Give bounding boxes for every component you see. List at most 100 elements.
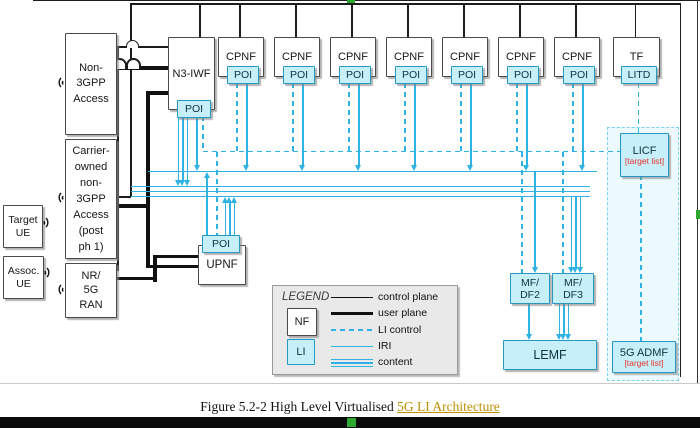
n3-iwf-box: N3-IWF	[168, 37, 215, 110]
control-plane-drop	[634, 3, 637, 38]
user-plane-carrier-stub	[115, 204, 150, 208]
user-plane-into-upnf-2	[153, 254, 199, 259]
figure-caption-link[interactable]: 5G LI Architecture	[397, 399, 500, 414]
user-plane-ran-vertical	[153, 254, 157, 282]
cpnf-box: CPNF	[442, 37, 488, 77]
iri-arrow	[411, 165, 418, 172]
li-control-line	[348, 83, 350, 151]
iri-line	[246, 83, 248, 165]
control-plane-drop	[463, 3, 465, 38]
iri-arrow	[525, 333, 532, 340]
iri-line	[526, 83, 528, 165]
assoc-ue-box: Assoc. UE	[3, 256, 44, 299]
content-bus	[131, 185, 590, 188]
litd-box: LITD	[621, 66, 657, 84]
user-plane-vertical	[146, 91, 150, 268]
figure-caption-text: Figure 5.2-2 High Level Virtualised	[200, 399, 398, 414]
poi-box: POI	[395, 66, 427, 84]
poi-box: POI	[507, 66, 539, 84]
content-line	[229, 203, 231, 235]
poi-box: POI	[339, 66, 371, 84]
content-arrow	[555, 333, 562, 340]
control-plane-drop	[295, 3, 297, 38]
content-arrow	[560, 333, 567, 340]
licf-box: LICF [target list]	[620, 133, 669, 177]
frame-right-line	[696, 0, 698, 383]
legend-content-swatch	[331, 365, 373, 368]
legend-title: LEGEND	[282, 291, 330, 303]
nr-5g-ran-box: NR/ 5G RAN	[65, 263, 117, 318]
legend-box: LEGEND LI NF control plane user plane LI…	[272, 285, 458, 375]
iri-arrow	[579, 165, 586, 172]
legend-user-plane-swatch	[331, 312, 373, 316]
iri-arrow-up	[203, 171, 210, 178]
non-3gpp-access-box: Non- 3GPP Access	[65, 33, 117, 135]
li-control-line	[640, 175, 643, 341]
content-line	[575, 197, 577, 267]
iri-line	[414, 83, 416, 165]
control-plane-drop	[575, 3, 577, 38]
user-plane-n3iwf-stub	[146, 91, 170, 95]
cpnf-column: CPNF POI	[554, 0, 600, 172]
iri-bus	[148, 170, 597, 173]
content-line	[182, 116, 184, 181]
iri-arrow	[467, 165, 474, 172]
legend-control-plane-swatch	[331, 296, 373, 298]
control-plane-drop	[519, 3, 521, 38]
li-control-line	[292, 83, 294, 151]
legend-content-swatch	[331, 358, 373, 361]
target-ue-box: Target UE	[3, 205, 43, 248]
content-arrow	[572, 266, 579, 273]
content-arrow	[174, 179, 181, 186]
iri-arrow	[243, 165, 250, 172]
mf-df2-box: MF/ DF2	[510, 273, 550, 304]
content-line	[563, 302, 565, 334]
control-plane-drop	[239, 3, 241, 38]
legend-iri-label: IRI	[378, 339, 392, 352]
user-plane-ran-stub	[115, 276, 157, 281]
control-plane-n3iwf-drop	[199, 3, 201, 38]
content-line	[570, 197, 573, 267]
line-hop-arc	[125, 57, 141, 69]
legend-content-swatch	[331, 362, 373, 364]
content-line	[177, 116, 180, 181]
iri-arrow	[531, 266, 538, 273]
carrier-non-3gpp-access-box: Carrier- owned non- 3GPP Access (post ph…	[65, 139, 117, 259]
radio-wave-icon	[58, 284, 64, 295]
li-control-line	[236, 83, 238, 151]
legend-user-plane-label: user plane	[378, 307, 428, 319]
legend-content-label: content	[378, 356, 413, 368]
poi-box: POI	[451, 66, 483, 84]
content-arrow	[179, 179, 186, 186]
cpnf-column: CPNF POI	[218, 0, 264, 172]
iri-arrow	[193, 164, 200, 171]
content-arrow	[183, 179, 190, 186]
cpnf-column: CPNF POI	[498, 0, 544, 172]
li-control-line	[637, 83, 640, 133]
poi-box: POI	[283, 66, 315, 84]
frame-top-line	[33, 0, 700, 2]
li-control-line	[516, 83, 518, 151]
content-line	[186, 116, 189, 181]
licf-label: LICF	[632, 144, 657, 157]
li-control-line	[460, 83, 462, 151]
content-line	[567, 302, 570, 334]
control-plane-left-drop-2	[117, 46, 119, 272]
control-plane-carrier-stub	[115, 196, 131, 198]
control-plane-non3gpp-n3iwf	[115, 46, 168, 48]
legend-li-box: LI	[287, 339, 315, 365]
content-arrow-up	[221, 197, 228, 204]
poi-box: POI	[227, 66, 259, 84]
li-control-line	[562, 152, 565, 273]
li-control-line	[216, 152, 219, 235]
li-control-bus	[203, 150, 620, 153]
user-plane-non3gpp-n3iwf	[115, 66, 168, 70]
cpnf-column: CPNF POI	[330, 0, 376, 172]
licf-target-list: [target list]	[624, 155, 665, 166]
radio-wave-icon	[58, 77, 64, 88]
content-line	[224, 203, 227, 235]
control-plane-ran-stub	[115, 269, 119, 271]
iri-line	[528, 302, 530, 334]
iri-line	[196, 116, 198, 165]
